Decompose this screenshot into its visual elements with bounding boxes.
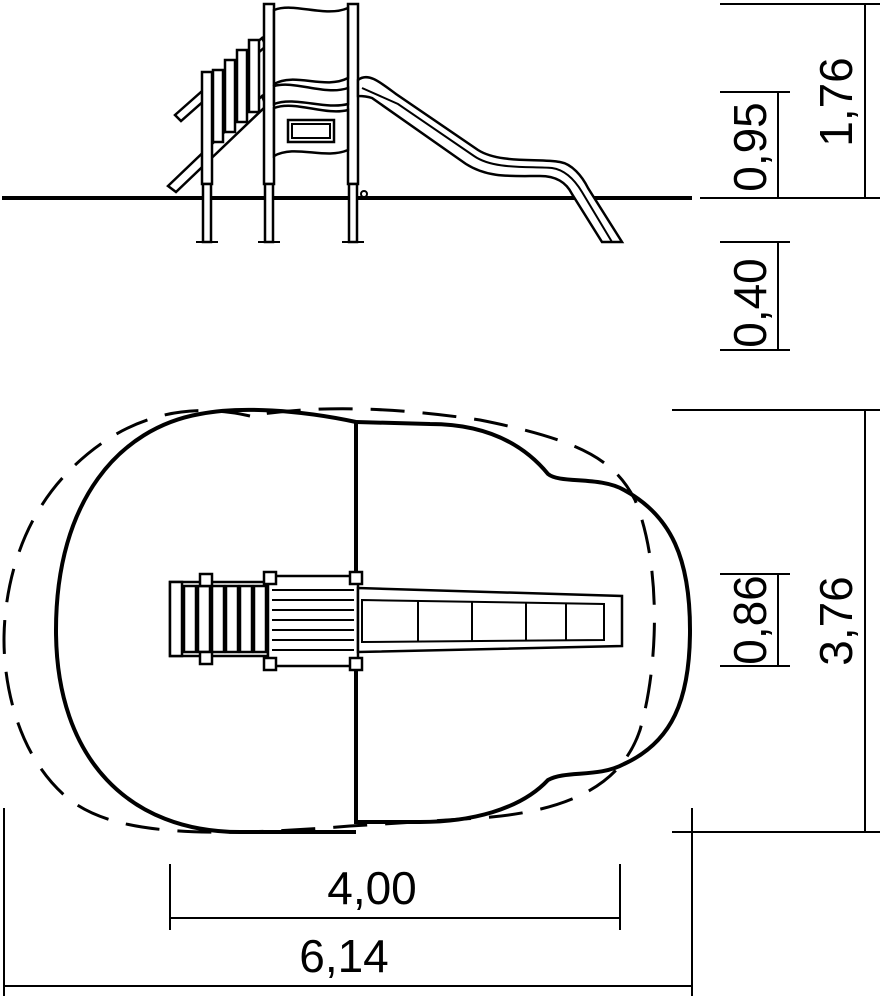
slide-top-view (356, 586, 624, 654)
dim-total-height: 1,76 (810, 57, 862, 147)
ladder-rungs (211, 38, 261, 144)
tower-post-left-footing (263, 182, 275, 244)
safety-zone-left-outline (53, 407, 357, 834)
top-view (2, 407, 693, 834)
dim-foundation-depth: 0,40 (724, 258, 776, 348)
dim-safety-zone-width: 3,76 (810, 576, 862, 666)
ladder-top-view (168, 572, 270, 666)
ladder-post-footing (201, 182, 213, 244)
dim-safety-zone-length: 6,14 (299, 930, 389, 982)
top-view-dimensions: 3,76 0,86 4,00 6,14 (3, 409, 880, 996)
tower-panel-opening (286, 118, 336, 144)
side-view (2, 2, 692, 244)
ladder-post (200, 70, 214, 186)
tower-platform-top-view (262, 570, 364, 672)
dim-platform-height: 0,95 (724, 102, 776, 192)
dim-slide-width: 0,86 (724, 575, 776, 665)
tower-post-right (346, 2, 360, 186)
slide-chute (356, 75, 625, 244)
tower-post-left (262, 2, 276, 186)
safety-zone-right-outline (355, 420, 693, 824)
tower-deck (272, 83, 350, 107)
dim-equipment-length: 4,00 (327, 862, 417, 914)
tower-top-panel (272, 6, 350, 87)
side-view-dimensions: 1,76 0,95 0,40 (700, 3, 880, 351)
tower-post-right-footing (347, 182, 359, 244)
